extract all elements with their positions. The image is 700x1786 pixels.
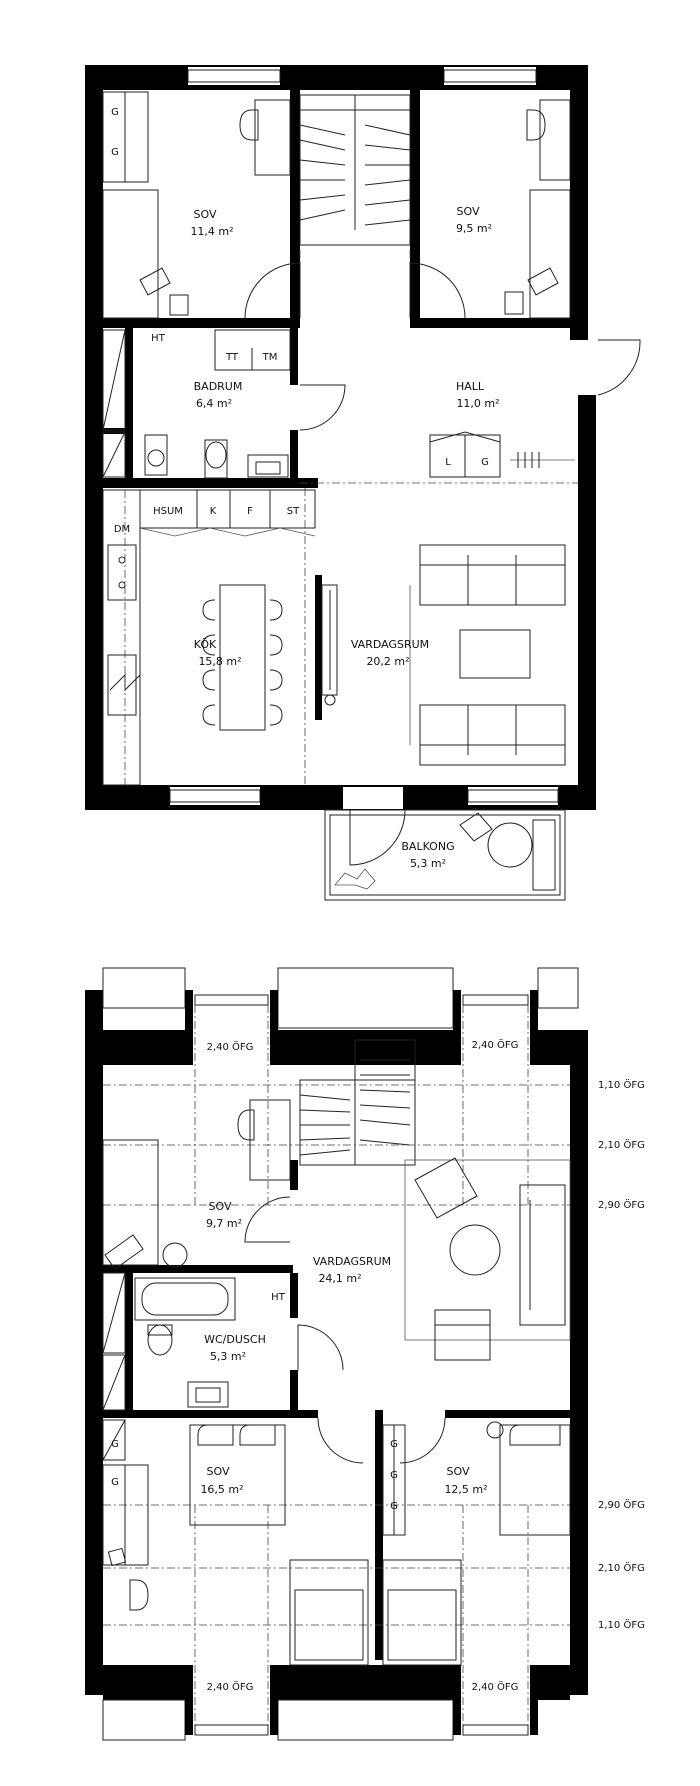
- floor-1-plan: [85, 65, 641, 901]
- room-name-hall: HALL: [456, 380, 485, 393]
- room-name-sov: SOV: [207, 1465, 230, 1478]
- floor-2-labels: 2,40 ÖFG 2,40 ÖFG 2,40 ÖFG 2,40 ÖFG 1,10…: [111, 1038, 645, 1693]
- room-name-kok: KÖK: [194, 638, 217, 651]
- linen-tag: L: [445, 457, 451, 468]
- wall-right-upper: [570, 65, 588, 340]
- room-area: 24,1 m²: [318, 1272, 361, 1285]
- ceiling-height: 2,40 ÖFG: [472, 1680, 519, 1693]
- room-name-vardagsrum: VARDAGSRUM: [313, 1255, 391, 1268]
- room-name-sov: SOV: [209, 1200, 232, 1213]
- room-name-balkong: BALKONG: [401, 840, 454, 853]
- room-area: 9,5 m²: [456, 222, 492, 235]
- floor-2-plan: [85, 967, 588, 1741]
- roof-height: 1,10 ÖFG: [598, 1078, 645, 1091]
- room-name-wc-dusch: WC/DUSCH: [204, 1333, 266, 1346]
- room-name-vardagsrum: VARDAGSRUM: [351, 638, 429, 651]
- room-name-sov: SOV: [457, 205, 480, 218]
- storage-tag: ST: [287, 506, 300, 517]
- room-area: 16,5 m²: [200, 1483, 243, 1496]
- room-area: 11,4 m²: [190, 225, 233, 238]
- fridge-tag: K: [210, 506, 217, 517]
- roof-height: 2,90 ÖFG: [598, 1198, 645, 1211]
- staircase: [299, 1039, 416, 1166]
- room-area: 5,3 m²: [210, 1350, 246, 1363]
- wardrobe-tag: G: [111, 1477, 119, 1488]
- room-area: 12,5 m²: [444, 1483, 487, 1496]
- room-area: 5,3 m²: [410, 857, 446, 870]
- roof-height: 2,10 ÖFG: [598, 1561, 645, 1574]
- wardrobe-tag: G: [111, 1439, 119, 1450]
- hsum-tag: HSUM: [153, 506, 183, 517]
- roof-height: 2,90 ÖFG: [598, 1498, 645, 1511]
- wall-left: [85, 65, 103, 810]
- room-area: 6,4 m²: [196, 397, 232, 410]
- floor-1-labels: G G SOV 11,4 m² SOV 9,5 m² HT TT TM BADR…: [111, 107, 499, 870]
- wardrobe-tag: G: [481, 457, 489, 468]
- heat-tag: HT: [151, 333, 166, 344]
- room-name-sov: SOV: [447, 1465, 470, 1478]
- heat-tag: HT: [271, 1292, 286, 1303]
- ceiling-height: 2,40 ÖFG: [207, 1680, 254, 1693]
- room-area: 9,7 m²: [206, 1217, 242, 1230]
- ceiling-height: 2,40 ÖFG: [207, 1040, 254, 1053]
- wardrobe-tag: G: [111, 107, 119, 118]
- room-area: 11,0 m²: [456, 397, 499, 410]
- wardrobe-tag: G: [390, 1501, 398, 1512]
- dryer-tag: TT: [225, 352, 239, 363]
- wardrobe-tag: G: [111, 147, 119, 158]
- room-name-sov: SOV: [194, 208, 217, 221]
- wall-right-lower: [578, 395, 596, 810]
- staircase: [299, 94, 411, 246]
- room-area: 15,8 m²: [198, 655, 241, 668]
- ceiling-height: 2,40 ÖFG: [472, 1038, 519, 1051]
- freezer-tag: F: [247, 506, 253, 517]
- wardrobe-tag: G: [390, 1470, 398, 1481]
- room-area: 20,2 m²: [366, 655, 409, 668]
- dishwasher-tag: DM: [114, 524, 130, 535]
- room-name-badrum: BADRUM: [194, 380, 243, 393]
- roof-height: 2,10 ÖFG: [598, 1138, 645, 1151]
- wardrobe-tag: G: [390, 1439, 398, 1450]
- roof-height: 1,10 ÖFG: [598, 1618, 645, 1631]
- washer-tag: TM: [262, 352, 278, 363]
